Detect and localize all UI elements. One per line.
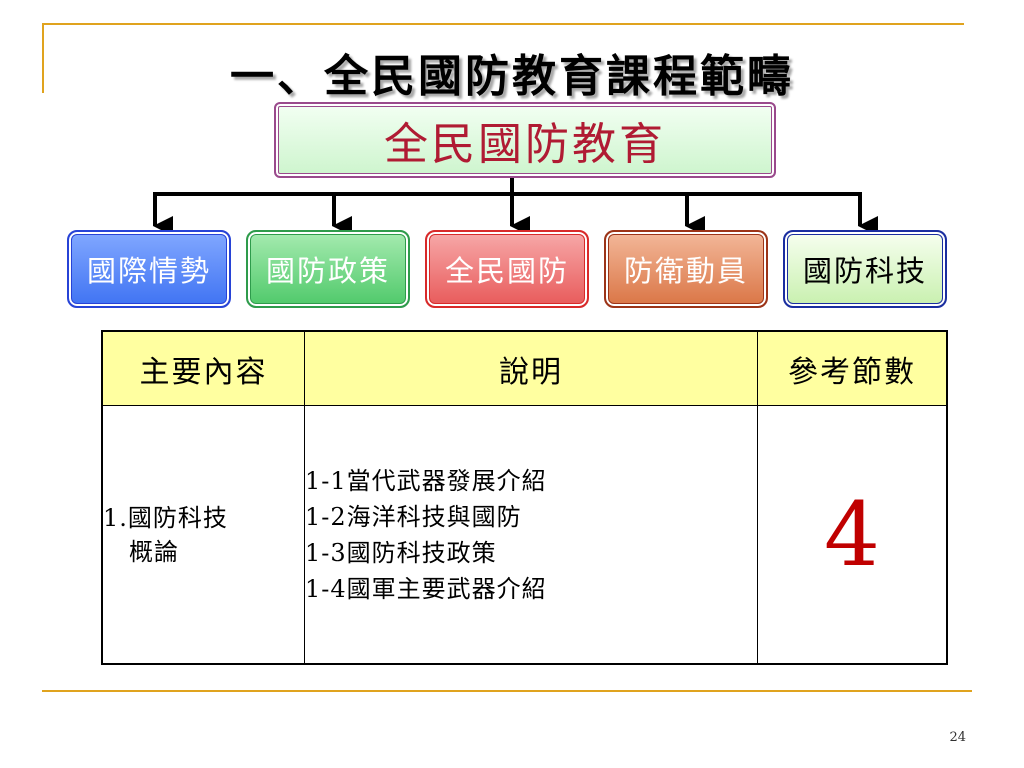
- category-international-situation: 國際情勢: [67, 230, 231, 308]
- category-all-out-defense: 全民國防: [425, 230, 589, 308]
- root-node-label: 全民國防教育: [384, 119, 666, 170]
- category-label: 國際情勢: [86, 254, 211, 288]
- category-defense-mobilization: 防衛動員: [604, 230, 768, 308]
- topic-title-line1: 國防科技: [127, 503, 228, 532]
- category-label: 全民國防: [444, 254, 569, 288]
- list-item: 1-1當代武器發展介紹: [305, 466, 547, 495]
- hierarchy-connectors: [153, 178, 878, 236]
- bottom-rule: [42, 690, 972, 692]
- root-node: 全民國防教育: [274, 102, 776, 178]
- topic-cell: 1.國防科技 概論: [101, 405, 305, 665]
- list-item: 1-4國軍主要武器介紹: [305, 574, 547, 603]
- topic-title-line2: 概論: [129, 537, 179, 566]
- table-row: 1.國防科技 概論 1-1當代武器發展介紹 1-2海洋科技與國防 1-3國防科技…: [101, 405, 948, 665]
- course-content-table: 主要內容 說明 參考節數 1.國防科技 概論 1-1當代武器發展介紹 1-2海洋…: [101, 330, 948, 665]
- unit-list: 1-1當代武器發展介紹 1-2海洋科技與國防 1-3國防科技政策 1-4國軍主要…: [305, 463, 757, 607]
- top-rule: [42, 23, 964, 25]
- page-number: 24: [949, 730, 966, 745]
- category-defense-technology: 國防科技: [783, 230, 947, 308]
- category-defense-policy: 國防政策: [246, 230, 410, 308]
- table-header-row: 主要內容 說明 參考節數: [101, 330, 948, 406]
- category-label: 國防政策: [265, 254, 390, 288]
- header-main-content: 主要內容: [101, 330, 305, 406]
- topic-number: 1.: [103, 503, 128, 532]
- category-label: 國防科技: [802, 254, 927, 288]
- slide-title: 一、全民國防教育課程範疇: [230, 51, 794, 102]
- description-cell: 1-1當代武器發展介紹 1-2海洋科技與國防 1-3國防科技政策 1-4國軍主要…: [304, 405, 758, 665]
- category-label: 防衛動員: [623, 254, 748, 288]
- periods-cell: 4: [757, 405, 948, 665]
- header-reference-periods: 參考節數: [757, 330, 948, 406]
- list-item: 1-2海洋科技與國防: [305, 502, 522, 531]
- header-description: 說明: [304, 330, 758, 406]
- list-item: 1-3國防科技政策: [305, 538, 497, 567]
- left-rule: [42, 23, 44, 93]
